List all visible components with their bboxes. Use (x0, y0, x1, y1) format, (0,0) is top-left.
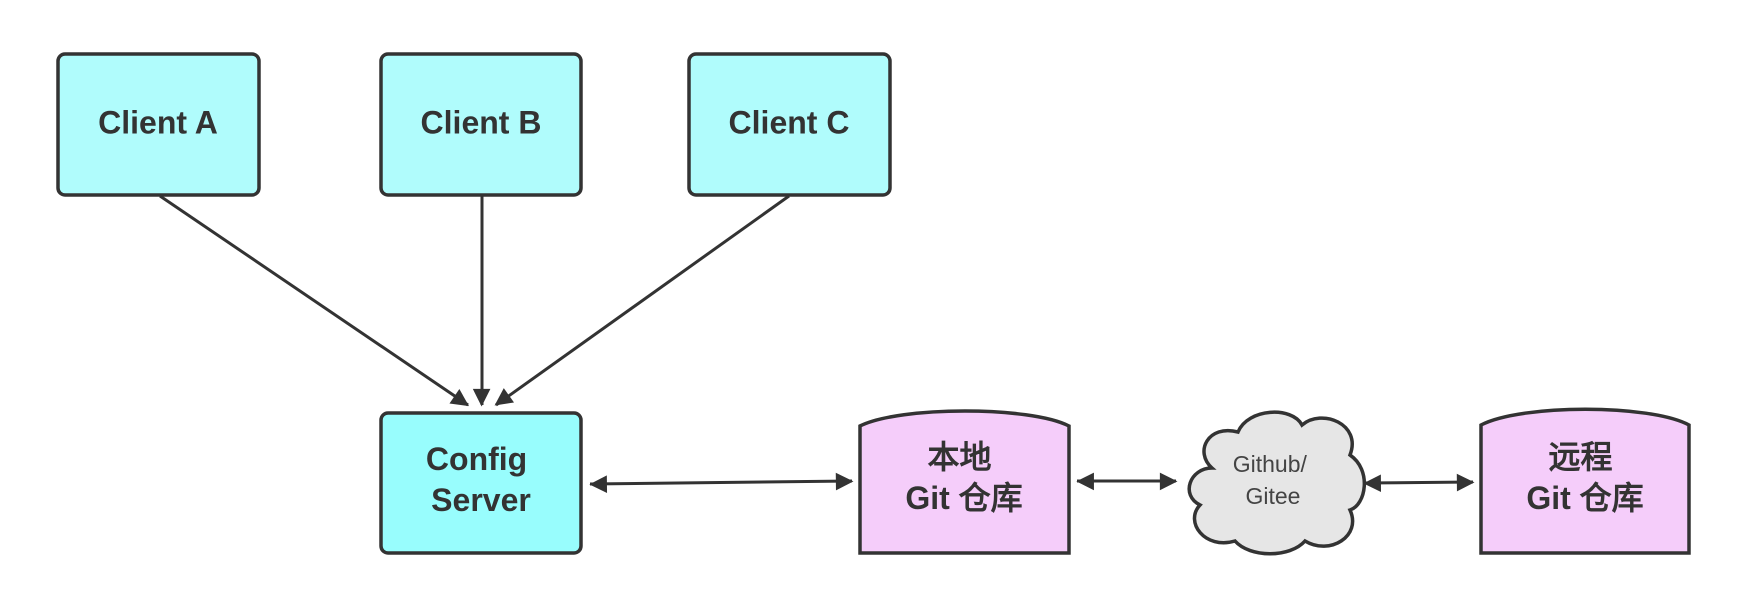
config-server-label: Config Server (426, 441, 536, 518)
edge-cloud-remote-repo (1363, 473, 1475, 493)
github-gitee-label: Github/ Gitee (1233, 451, 1314, 509)
remote-git-repo-node: 远程 Git 仓库 (1479, 407, 1691, 555)
edge-client-c-to-server (494, 194, 790, 407)
client-b-node: Client B (379, 52, 583, 197)
client-a-label: Client A (98, 104, 218, 140)
github-gitee-cloud-node: Github/ Gitee (1187, 410, 1367, 556)
client-b-label: Client B (421, 104, 542, 140)
remote-git-repo-label: 远程 Git 仓库 (1526, 439, 1643, 516)
client-a-node: Client A (56, 52, 261, 197)
local-git-repo-label: 本地 Git 仓库 (905, 439, 1022, 516)
client-c-node: Client C (687, 52, 892, 197)
client-c-label: Client C (729, 104, 850, 140)
config-server-node: Config Server (379, 411, 583, 555)
edge-client-a-to-server (159, 194, 469, 407)
local-git-repo-node: 本地 Git 仓库 (858, 409, 1071, 555)
edge-server-local-repo (589, 472, 854, 494)
